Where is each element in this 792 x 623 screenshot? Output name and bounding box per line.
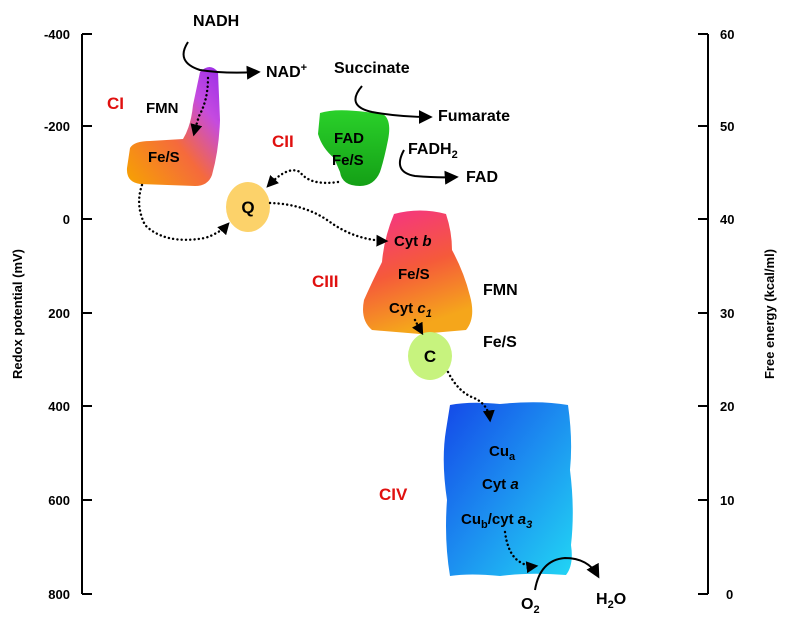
q-to-c3-path	[268, 201, 389, 247]
c2-fes-label: Fe/S	[332, 152, 364, 169]
c3-to-c-path	[412, 318, 424, 336]
c-label: C	[424, 347, 436, 366]
left-tick-label: 200	[48, 306, 70, 321]
left-axis: -400 -200 0 200 400 600 800 Redox potent…	[10, 27, 92, 602]
c2-fad-label: FAD	[334, 130, 364, 147]
left-tick-label: -400	[44, 27, 70, 42]
c1-internal-transfer	[190, 76, 210, 137]
right-axis: 60 50 40 30 20 10 0 Free energy (kcal/ml…	[698, 27, 777, 602]
succinate-label: Succinate	[334, 60, 410, 77]
right-tick-label: 20	[720, 399, 734, 414]
left-tick-label: 0	[63, 212, 70, 227]
o2-label: O2	[521, 596, 540, 616]
complex-ii: CII FAD Fe/S Succinate Fumarate FADH2 FA…	[272, 60, 510, 186]
right-tick-label: 10	[720, 493, 734, 508]
complex-ii-label: CII	[272, 132, 294, 151]
cub-cyta3-label: Cub/cyt a3	[461, 511, 532, 531]
left-tick-label: 800	[48, 587, 70, 602]
c2-to-q-path	[266, 169, 340, 188]
c-to-c4-path	[446, 370, 495, 423]
left-tick-label: 600	[48, 493, 70, 508]
complex-iv-label: CIV	[379, 485, 408, 504]
c-circle	[408, 332, 452, 380]
complex-iii: CIII Cyt b Fe/S Cyt c1 FMN Fe/S	[312, 210, 518, 351]
right-tick-label: 50	[720, 119, 734, 134]
c3-side-fmn-label: FMN	[483, 282, 518, 299]
q-label: Q	[241, 198, 254, 217]
c1-fmn-label: FMN	[146, 100, 179, 117]
right-tick-label: 40	[720, 212, 734, 227]
complex-ii-shape	[318, 110, 390, 186]
h2o-label: H2O	[596, 591, 626, 611]
complex-iii-label: CIII	[312, 272, 338, 291]
left-tick-label: 400	[48, 399, 70, 414]
complex-iii-shape	[363, 210, 473, 334]
c3-side-fes-label: Fe/S	[483, 334, 517, 351]
left-tick-label: -200	[44, 119, 70, 134]
cytc1-label: Cyt c1	[389, 300, 432, 320]
complex-i-label: CI	[107, 94, 124, 113]
nad-label: NAD+	[266, 62, 307, 81]
c1-to-q-path	[137, 183, 230, 241]
complex-iv-shape	[443, 402, 573, 576]
right-tick-label: 0	[726, 587, 733, 602]
fumarate-label: Fumarate	[438, 108, 510, 125]
nadh-arrow	[182, 41, 261, 80]
c4-to-o2-path	[503, 530, 539, 574]
cyta-label: Cyt a	[482, 476, 519, 493]
c1-fes-label: Fe/S	[148, 149, 180, 166]
fadh2-label: FADH2	[408, 141, 458, 161]
complex-i: CI FMN Fe/S NADH NAD+	[107, 13, 307, 186]
right-tick-label: 30	[720, 306, 734, 321]
nadh-label: NADH	[193, 13, 239, 30]
left-axis-title: Redox potential (mV)	[10, 249, 25, 379]
fadh2-arrow	[398, 149, 459, 185]
cua-label: Cua	[489, 443, 516, 463]
complex-iv: CIV Cua Cyt a Cub/cyt a3 O2 H2O	[379, 402, 626, 616]
q-circle	[226, 182, 270, 232]
succinate-arrow	[354, 85, 433, 124]
right-axis-title: Free energy (kcal/ml)	[762, 249, 777, 379]
c3-fes-label: Fe/S	[398, 266, 430, 283]
cytb-label: Cyt b	[394, 233, 432, 250]
cytochrome-c-node: C	[408, 332, 452, 380]
electron-paths	[137, 169, 539, 574]
complex-i-shape	[126, 67, 220, 186]
o2-to-h2o-arrow	[534, 556, 600, 591]
right-tick-label: 60	[720, 27, 734, 42]
fad-out-label: FAD	[466, 169, 498, 186]
q-node: Q	[226, 182, 270, 232]
